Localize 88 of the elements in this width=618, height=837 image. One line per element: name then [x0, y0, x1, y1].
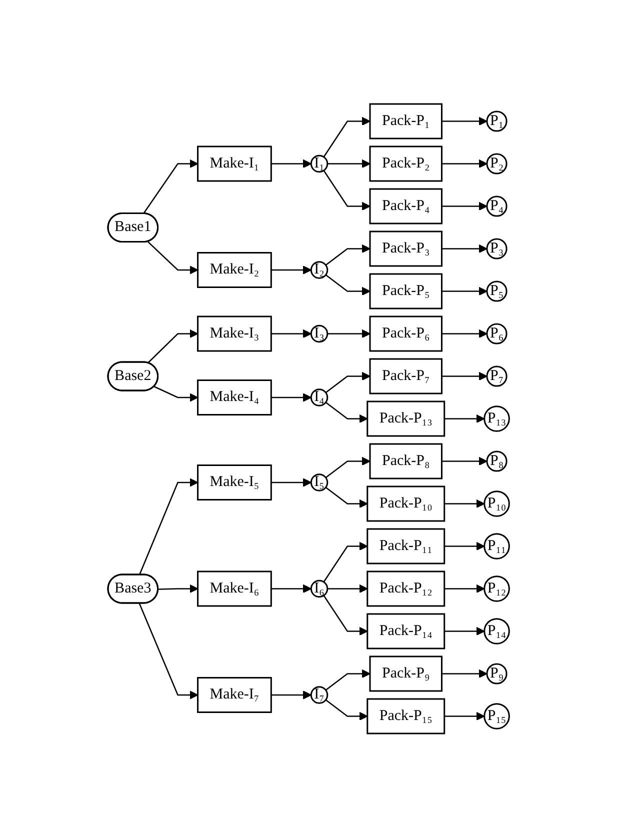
node-circle: I₇	[310, 686, 329, 704]
node-box: Pack-P₁	[370, 103, 443, 139]
arrow	[444, 712, 486, 720]
node-box: Pack-P₂	[370, 146, 443, 182]
arrow	[326, 669, 371, 690]
arrow	[324, 170, 371, 210]
node-circle: P₁₃	[484, 405, 510, 432]
node-box: Make-I₁	[197, 146, 272, 182]
arrow	[442, 116, 488, 126]
node-box: Pack-P₆	[370, 316, 443, 352]
node-box: Pack-P₅	[370, 273, 443, 309]
arrow	[442, 159, 488, 168]
node-box: Pack-P₁₃	[367, 400, 446, 436]
node-circle: I₅	[310, 473, 329, 492]
arrow	[326, 402, 368, 423]
node-circle: P₈	[486, 450, 508, 472]
arrow	[444, 542, 486, 550]
arrow	[326, 699, 368, 720]
node-circle: P₁₀	[484, 490, 510, 517]
node-circle: P₅	[486, 280, 508, 302]
node-circle: P₁₄	[484, 618, 510, 644]
arrow	[272, 265, 312, 274]
node-box: Make-I₇	[197, 676, 272, 713]
arrow	[272, 329, 312, 338]
arrow	[324, 594, 368, 636]
node-box: Make-I₂	[197, 252, 272, 288]
arrow	[272, 690, 312, 700]
arrow	[148, 241, 199, 274]
node-box: Pack-P₁₀	[367, 486, 446, 522]
arrow	[326, 456, 371, 478]
arrow	[326, 486, 368, 508]
arrow	[442, 372, 488, 380]
arrow	[328, 159, 371, 168]
arrow	[442, 244, 488, 253]
node-box: Pack-P₁₅	[367, 698, 446, 734]
arrow	[158, 584, 199, 593]
node-circle: I₆	[310, 580, 329, 598]
arrow	[328, 329, 371, 338]
arrow	[143, 159, 199, 214]
node-box: Pack-P₁₂	[367, 570, 446, 606]
arrow	[326, 244, 371, 266]
node-circle: P₁	[486, 110, 508, 132]
arrow	[272, 584, 312, 593]
node-box: Make-I₄	[197, 379, 272, 416]
arrow	[444, 626, 486, 636]
arrow	[154, 386, 199, 402]
arrow	[444, 584, 486, 593]
arrow	[139, 478, 199, 575]
node-circle: I₂	[310, 260, 329, 279]
node-box: Pack-P₁₄	[367, 612, 446, 649]
node-box: Pack-P₇	[370, 358, 443, 394]
node-circle: I₄	[310, 388, 329, 406]
arrow	[442, 329, 488, 338]
node-box: Make-I₃	[197, 316, 272, 352]
arrow	[442, 669, 488, 678]
node-box: Pack-P₈	[370, 443, 443, 479]
arrow	[139, 602, 199, 700]
arrow	[328, 584, 368, 593]
node-box: Pack-P₉	[370, 655, 443, 692]
node-circle: P₄	[486, 195, 508, 217]
arrow	[326, 372, 371, 393]
node-box: Pack-P₃	[370, 230, 443, 266]
node-circle: P₆	[486, 322, 508, 344]
arrow	[272, 159, 312, 168]
arrow	[148, 329, 199, 364]
arrow	[272, 392, 312, 402]
arrow	[442, 202, 488, 210]
node-circle: P₁₂	[484, 575, 510, 602]
arrow	[324, 542, 368, 582]
node-circle: I₁	[310, 154, 329, 172]
node-circle: P₇	[486, 365, 508, 387]
arrow	[442, 286, 488, 296]
arrow	[442, 456, 488, 466]
arrow	[272, 478, 312, 487]
arrow	[326, 274, 371, 296]
node-circle: P₃	[486, 238, 508, 260]
node-circle: P₉	[486, 662, 508, 684]
node-circle: P₂	[486, 152, 508, 174]
arrow	[444, 414, 486, 423]
node-circle: P₁₅	[484, 702, 510, 730]
node-box: Pack-P₁₁	[367, 528, 446, 564]
node-box: Make-I₆	[197, 570, 272, 606]
node-circle: I₃	[310, 324, 329, 342]
arrow	[324, 116, 371, 158]
node-box: Pack-P₄	[370, 188, 443, 224]
node-circle: P₁₁	[484, 532, 510, 560]
node-box: Make-I₅	[197, 464, 272, 500]
arrow	[444, 499, 486, 508]
